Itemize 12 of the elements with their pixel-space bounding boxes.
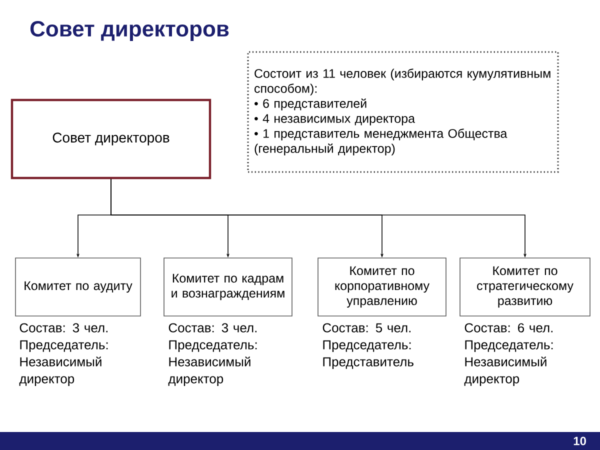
committee-box: Комитет по кадрам и вознаграждениям (164, 258, 292, 316)
committee-box: Комитет по аудиту (15, 258, 141, 316)
committee-box: Комитет по стратегическому развитию (460, 258, 590, 316)
committee-note: Состав: 3 чел. Председатель: Независимый директор (19, 323, 108, 386)
board-box: Совет директоров (10, 98, 212, 180)
info-box: Состоит из 11 человек (избираются кумулятивным способом): • 6 представителей • 4 независимых директора • 1 представитель менеджмента Общества (генеральный директор) (247, 51, 559, 173)
title: Совет директоров (30, 21, 229, 41)
committee-note: Состав: 3 чел. Председатель: Независимый директор (168, 323, 257, 386)
committee-note: Состав: 5 чел. Председатель: Представитель (322, 323, 414, 369)
committee-note: Состав: 6 чел. Председатель: Независимый директор (464, 323, 553, 386)
page-number: 10 (574, 436, 586, 446)
committee-box: Комитет по корпоративному управлению (318, 258, 446, 316)
